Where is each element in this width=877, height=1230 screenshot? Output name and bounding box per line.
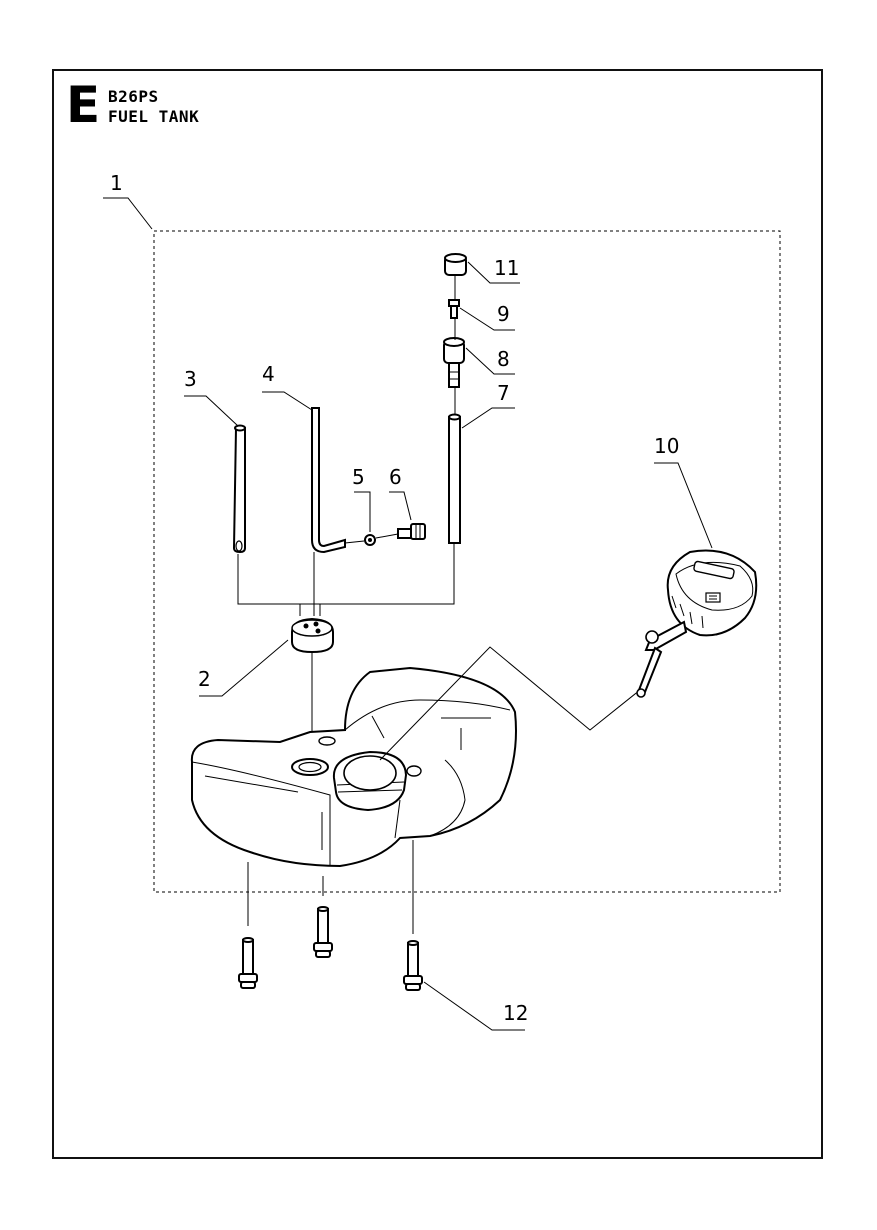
callout-label-1: 1: [110, 171, 123, 195]
callout-2[interactable]: 2: [198, 639, 289, 697]
callout-8[interactable]: 8: [465, 347, 515, 375]
callout-12[interactable]: 12: [423, 981, 528, 1031]
fuel-cap: [636, 549, 758, 698]
callout-label-6: 6: [389, 465, 402, 489]
callout-label-12: 12: [503, 1001, 528, 1025]
valve-cap: [444, 253, 467, 276]
assembly-boundary: [153, 230, 781, 893]
bent-fuel-hose: [311, 407, 346, 554]
screw: [313, 906, 333, 958]
callout-9[interactable]: 9: [459, 302, 515, 331]
callout-label-9: 9: [497, 302, 510, 326]
fuel-hose: [232, 424, 246, 554]
callout-label-2: 2: [198, 667, 211, 691]
callout-label-7: 7: [497, 381, 510, 405]
callout-1[interactable]: 1: [103, 171, 153, 230]
callout-5[interactable]: 5: [352, 465, 371, 532]
connector: [375, 523, 426, 540]
section-letter: E: [66, 76, 101, 134]
callout-label-8: 8: [497, 347, 510, 371]
callout-4[interactable]: 4: [262, 362, 313, 411]
callout-7[interactable]: 7: [461, 381, 515, 429]
valve: [448, 299, 460, 319]
callout-label-3: 3: [184, 367, 197, 391]
callout-label-5: 5: [352, 465, 365, 489]
screw: [238, 937, 258, 989]
callout-6[interactable]: 6: [389, 465, 412, 521]
fuel-tank: [190, 666, 517, 868]
callout-10[interactable]: 10: [654, 434, 713, 549]
callout-label-11: 11: [494, 256, 519, 280]
grommet: [291, 617, 334, 654]
callout-label-4: 4: [262, 362, 275, 386]
callout-label-10: 10: [654, 434, 679, 458]
page-title: FUEL TANK: [108, 107, 200, 126]
callout-3[interactable]: 3: [184, 367, 239, 427]
vent-hose: [448, 413, 461, 544]
screw: [403, 940, 423, 991]
diagram-frame: [52, 69, 823, 1159]
model-label: B26PS: [108, 87, 159, 106]
clip: [344, 534, 376, 546]
valve-housing: [443, 337, 465, 388]
callout-11[interactable]: 11: [467, 256, 520, 284]
